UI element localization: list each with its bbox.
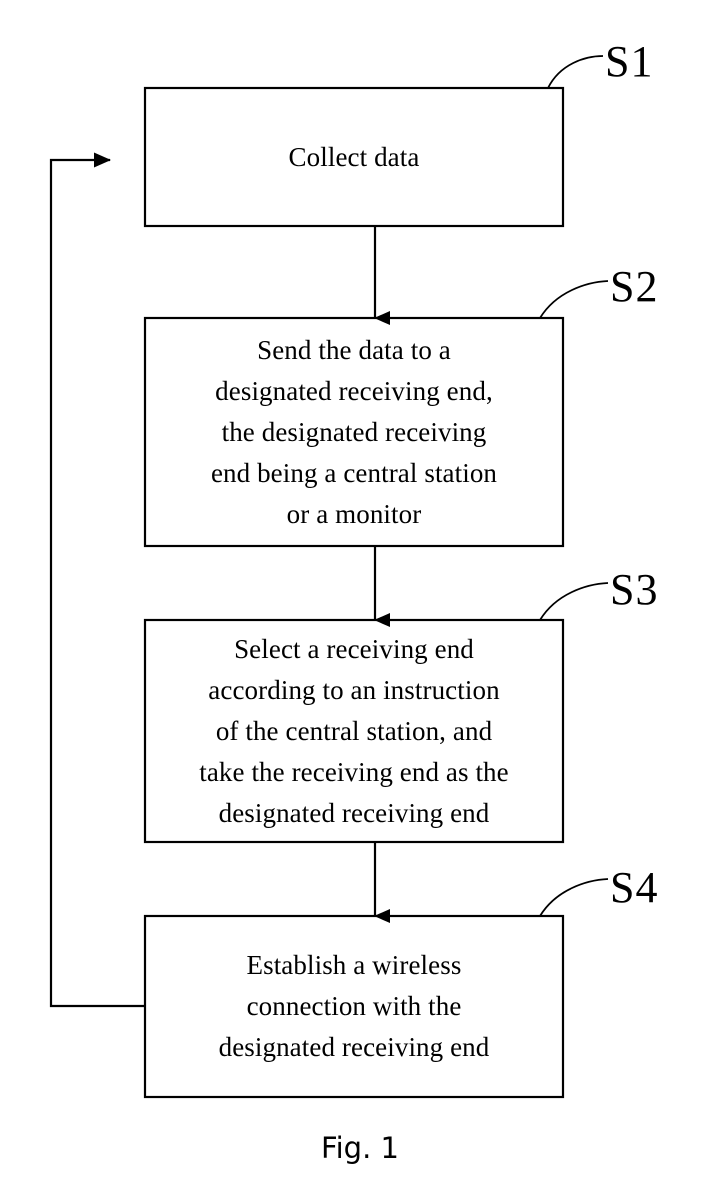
leader-line-s1 [547,55,604,89]
step-tag-s4: S4 [610,863,659,912]
leader-line-s2 [539,280,609,319]
leader-line-s3 [539,582,609,621]
step-tag-s1: S1 [605,37,654,86]
figure-caption: Fig. 1 [321,1131,399,1165]
step-tag-s2: S2 [610,262,659,311]
connector-s4-to-s1-feedback [49,152,145,1008]
step-box-s3 [143,618,565,844]
step-box-s1 [143,86,565,228]
step-tag-s3: S3 [610,565,659,614]
step-box-s2 [143,316,565,548]
step-box-s4 [143,914,565,1099]
leader-line-s4 [539,878,609,917]
